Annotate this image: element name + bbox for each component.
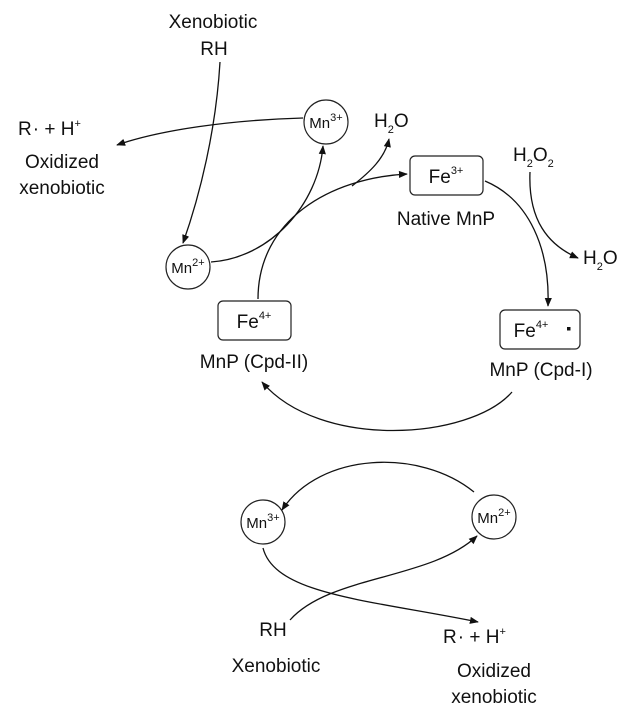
arrow-mn2-to-mn3	[210, 145, 326, 263]
mnp-cpd2-label: MnP (Cpd-II)	[200, 352, 308, 373]
xenobiotic-top-product-label: xenobiotic	[19, 178, 105, 199]
svg-text:R· + H+: R· + H+	[18, 118, 81, 140]
mn2-left-node: Mn2+	[165, 244, 211, 290]
svg-text:H2O: H2O	[374, 111, 409, 136]
svg-text:H2O: H2O	[583, 248, 618, 273]
arrow-rh-to-mn2-bottom	[289, 535, 478, 621]
arrow-cpd2-to-native	[257, 170, 408, 300]
arrow-mn3-to-oxidized-bottom	[262, 547, 479, 624]
svg-text:Mn2+: Mn2+	[171, 257, 204, 277]
svg-text:R· + H+: R· + H+	[443, 626, 506, 648]
arrow-cpd1-to-cpd2	[261, 381, 513, 432]
mn2-bottom-node: Mn2+	[471, 494, 517, 540]
oxidized-bottom-label: Oxidized	[457, 661, 531, 682]
mnp-cpd1-label: MnP (Cpd-I)	[489, 360, 592, 381]
arrow-mn3-to-oxidized-top	[116, 117, 304, 146]
mn3-bottom-node: Mn3+	[240, 499, 286, 545]
xenobiotic-bottom-product-label: xenobiotic	[451, 687, 537, 708]
arrow-native-to-cpd1	[484, 180, 552, 307]
rh-top-label: RH	[200, 39, 227, 60]
mn3-top-node: Mn3+	[303, 99, 349, 145]
svg-text:Mn3+: Mn3+	[246, 512, 279, 532]
rh-bottom-label: RH	[259, 620, 286, 641]
svg-text:Fe4+: Fe4+	[237, 310, 272, 333]
svg-text:Fe4+: Fe4+	[514, 319, 549, 342]
svg-text:Mn2+: Mn2+	[477, 507, 510, 527]
fe3-native-node: Fe3+	[409, 155, 484, 196]
hydrogen-peroxide-label: H2O2	[513, 145, 554, 170]
xenobiotic-bottom-label: Xenobiotic	[232, 656, 321, 677]
arrow-to-water-left	[351, 138, 391, 187]
water-left-label: H2O	[374, 111, 409, 136]
water-right-label: H2O	[583, 248, 618, 273]
radical-product-bottom: R· + H+	[443, 626, 506, 648]
fe4-cpd2-node: Fe4+	[217, 300, 292, 341]
radical-product-top: R· + H+	[18, 118, 81, 140]
fe4-cpd1-node: Fe4+	[499, 309, 581, 350]
oxidized-top-label: Oxidized	[25, 152, 99, 173]
svg-text:Fe3+: Fe3+	[429, 165, 464, 188]
svg-text:Mn3+: Mn3+	[309, 112, 342, 132]
arrow-peroxide-to-water-right	[529, 171, 579, 259]
xenobiotic-top-label: Xenobiotic	[169, 12, 258, 33]
arrow-rh-to-mn2	[182, 61, 221, 244]
radical-dot-icon	[567, 327, 571, 331]
arrow-to-mn3-bottom	[281, 461, 475, 511]
svg-text:H2O2: H2O2	[513, 145, 554, 170]
native-mnp-label: Native MnP	[397, 209, 495, 230]
